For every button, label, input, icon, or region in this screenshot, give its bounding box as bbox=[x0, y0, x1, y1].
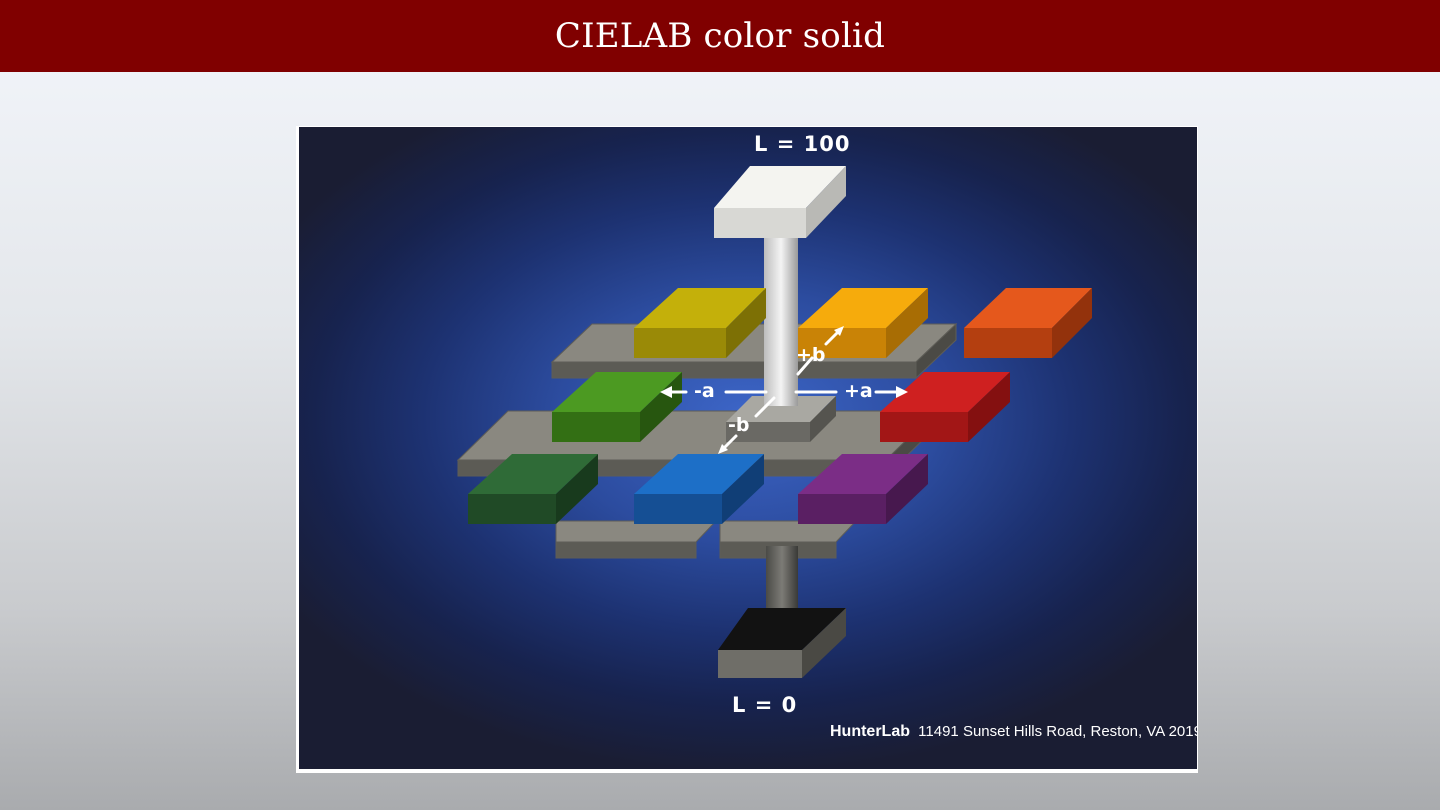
orange-swatch bbox=[964, 288, 1092, 358]
minus-b-arrow bbox=[754, 396, 776, 418]
bottom-label: L = 0 bbox=[732, 693, 798, 717]
title-bar: CIELAB color solid bbox=[0, 0, 1440, 72]
red-swatch bbox=[880, 372, 1010, 442]
minus-a-label: -a bbox=[694, 380, 715, 402]
slide-title: CIELAB color solid bbox=[554, 16, 886, 56]
yellow-swatch bbox=[798, 288, 928, 358]
yellow-green-swatch bbox=[634, 288, 766, 358]
minus-b-label: -b bbox=[728, 414, 750, 436]
white-swatch bbox=[714, 166, 846, 238]
hunterlab-brand: HunterLab bbox=[830, 723, 910, 740]
figure-footer: HunterLab 11491 Sunset Hills Road, Resto… bbox=[830, 723, 1198, 741]
plus-b-arrow bbox=[796, 356, 814, 376]
axis-arrows bbox=[666, 328, 902, 452]
color-solid-illustration bbox=[456, 166, 1092, 678]
arrow-heads bbox=[660, 326, 908, 454]
cielab-figure: L = 100 L = 0 +b -b +a -a HunterLab 1149… bbox=[296, 126, 1198, 773]
plus-a-label: +a bbox=[844, 380, 873, 402]
dark-green-swatch bbox=[468, 454, 598, 524]
black-swatch bbox=[718, 608, 846, 678]
plus-b-label: +b bbox=[796, 344, 826, 366]
blue-swatch bbox=[634, 454, 764, 524]
purple-swatch bbox=[798, 454, 928, 524]
footer-address: 11491 Sunset Hills Road, Reston, VA 2019… bbox=[918, 723, 1198, 740]
figure-bottom-edge bbox=[296, 769, 1198, 773]
upper-stem bbox=[764, 236, 798, 406]
top-label: L = 100 bbox=[754, 132, 851, 156]
center-hub bbox=[726, 396, 836, 442]
